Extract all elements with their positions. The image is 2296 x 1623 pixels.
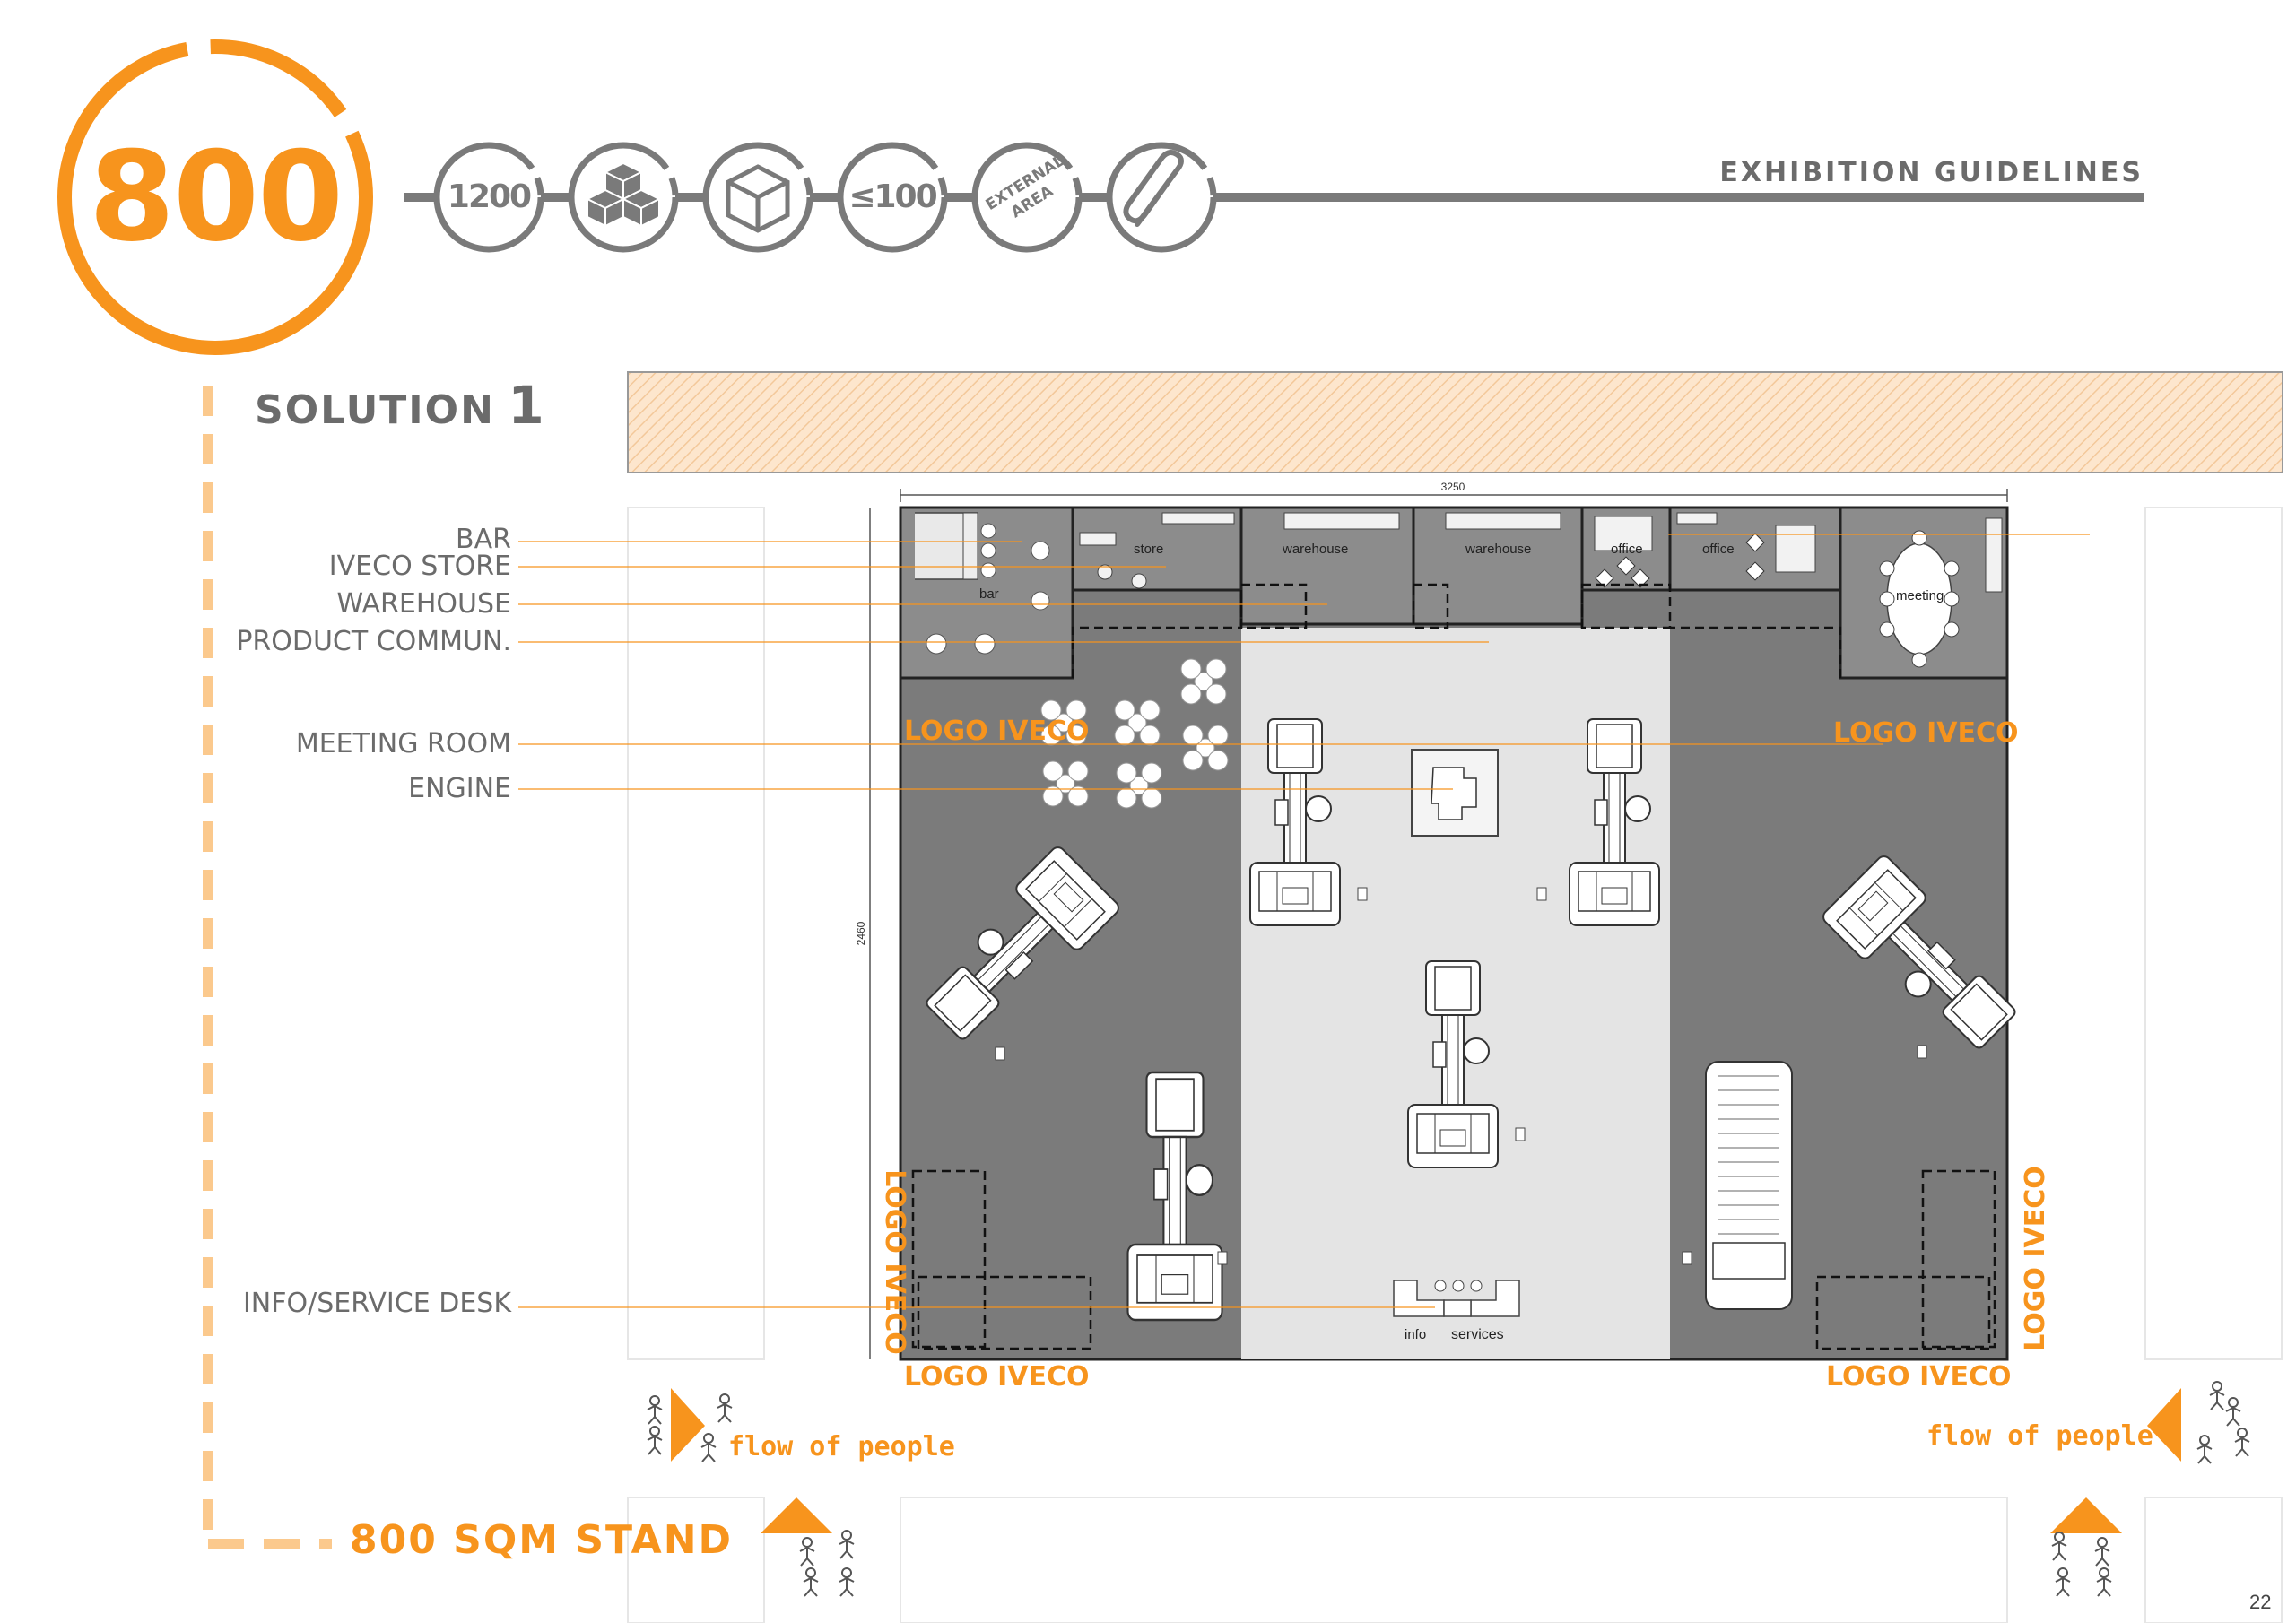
1200-badge-label: 1200 <box>447 178 532 215</box>
logo-iveco-top-left: LOGO IVECO <box>904 716 1090 747</box>
external-area-badge <box>971 142 1083 253</box>
callout-info-service-desk: INFO/SERVICE DESK <box>242 1288 511 1319</box>
1200-badge <box>433 142 544 253</box>
dimension-height: 2460 <box>855 921 867 946</box>
solution-label: SOLUTION <box>255 387 495 433</box>
callout-labels: BAR IVECO STORE WAREHOUSE PRODUCT COMMUN… <box>215 0 511 1623</box>
flow-label-right: flow of people <box>1926 1420 2153 1452</box>
leader-lines <box>518 534 2090 1308</box>
engine-display <box>1411 749 1499 837</box>
logo-iveco-right-vertical: LOGO IVECO <box>2019 1166 2051 1351</box>
main-number: 800 <box>88 125 344 269</box>
main-number-ring <box>57 39 373 355</box>
section-title: EXHIBITION GUIDELINES <box>1719 157 2144 188</box>
room-office-1: office <box>1611 542 1643 557</box>
room-warehouse-2: warehouse <box>1465 542 1532 557</box>
callout-engine: ENGINE <box>408 773 511 804</box>
logo-iveco-top-right: LOGO IVECO <box>1833 717 2019 749</box>
room-meeting: meeting <box>1896 588 1944 603</box>
paperclip-badge-icon <box>1106 142 1217 253</box>
cube-badge-icon <box>702 142 813 253</box>
bus <box>1705 1061 1793 1310</box>
desk-info: info <box>1405 1327 1427 1342</box>
logo-iveco-bottom-left: LOGO IVECO <box>904 1361 1090 1393</box>
room-store: store <box>1134 542 1164 557</box>
header-graphics <box>57 39 2144 355</box>
hatched-strip <box>627 371 2283 473</box>
callout-product-commun: PRODUCT COMMUN. <box>236 626 511 657</box>
room-office-2: office <box>1702 542 1735 557</box>
stand-label: 800 SQM STAND <box>350 1517 734 1563</box>
le-100-badge <box>837 142 948 253</box>
room-warehouse-1: warehouse <box>1283 542 1349 557</box>
logo-iveco-bottom-right: LOGO IVECO <box>1826 1361 2012 1393</box>
le-100-badge-label: ≤100 <box>848 178 937 215</box>
page-number: 22 <box>2249 1591 2272 1613</box>
callout-warehouse: WAREHOUSE <box>336 588 511 620</box>
callout-iveco-store: IVECO STORE <box>328 551 511 582</box>
callout-bar: BAR <box>456 524 511 555</box>
dimension-width: 3250 <box>1440 481 1465 493</box>
cubes-badge-icon <box>568 142 679 253</box>
solution-title: SOLUTION 1 <box>255 375 546 436</box>
people-icons <box>647 1381 2250 1597</box>
callout-meeting-room: MEETING ROOM <box>295 728 511 759</box>
desk-services: services <box>1451 1327 1504 1342</box>
room-bar: bar <box>979 586 999 602</box>
logo-iveco-left-vertical: LOGO IVECO <box>878 1169 910 1355</box>
flow-label-left: flow of people <box>728 1431 955 1462</box>
solution-number: 1 <box>508 375 546 436</box>
left-dashed-frame <box>203 386 332 1549</box>
flow-arrows <box>671 1388 2181 1533</box>
